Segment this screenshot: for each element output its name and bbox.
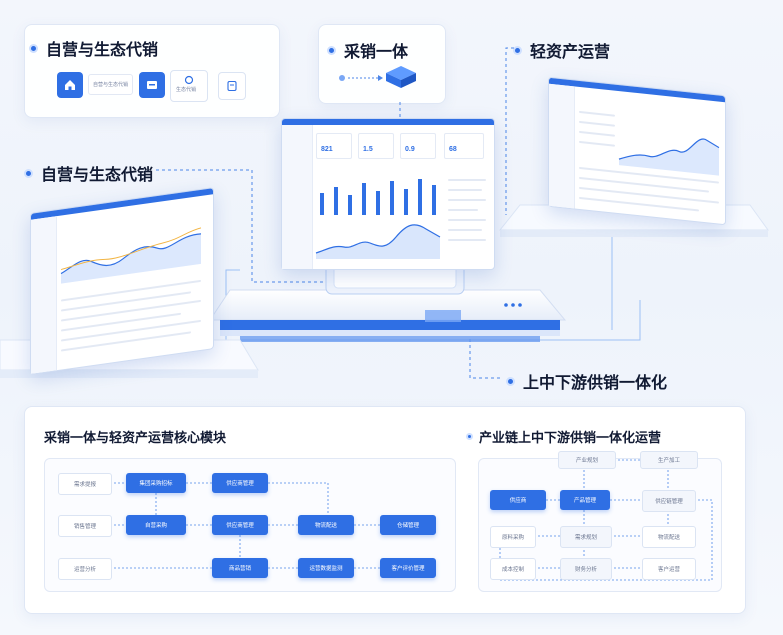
ecosystem-icon xyxy=(170,70,208,102)
area-chart-graphic xyxy=(315,224,441,259)
flow-node: 客户评价管理 xyxy=(380,558,436,578)
flow-node: 财务分析 xyxy=(560,558,612,580)
left-dashboard-screen xyxy=(30,187,214,375)
kpi-tile: 821 xyxy=(316,133,352,159)
top-left-label-text: 自营与生态代销 xyxy=(46,42,159,59)
flow-node: 自营采购 xyxy=(126,515,186,535)
flow-node: 集团采购招标 xyxy=(126,473,186,493)
link-arrow-icon xyxy=(339,75,383,81)
top-left-tag-2: 生态代销 xyxy=(176,87,197,93)
document-icon xyxy=(218,72,246,100)
flow-node: 需求规划 xyxy=(560,526,612,548)
flow-node: 供应链管理 xyxy=(642,490,696,512)
kpi-value: 1.5 xyxy=(363,146,373,153)
screen-topbar xyxy=(282,119,494,125)
bottom-right-label: 上中下游供销一体化 xyxy=(506,369,667,393)
right-module-title: 产业链上中下游供销一体化运营 xyxy=(466,427,661,446)
flow-node: 成本控制 xyxy=(490,558,536,580)
top-left-tag-1: 自营与生态代销 xyxy=(88,74,134,95)
flow-node: 产业规划 xyxy=(558,451,616,469)
flow-node: 商品营销 xyxy=(212,558,268,578)
screen-sidebar xyxy=(282,125,313,269)
top-right-label-text: 轻资产运营 xyxy=(530,44,611,61)
label-dot-icon xyxy=(506,376,515,386)
flow-node: 供应商 xyxy=(490,490,546,510)
kpi-tile: 1.5 xyxy=(358,133,394,159)
mid-left-label-text: 自营与生态代销 xyxy=(41,167,154,184)
label-dot-icon xyxy=(327,45,336,55)
top-center-label-text: 采销一体 xyxy=(344,44,409,61)
flow-node: 运营分析 xyxy=(58,558,112,580)
bar-chart-graphic xyxy=(320,179,436,215)
line-chart-graphic xyxy=(618,138,720,176)
flow-node: 生产加工 xyxy=(640,451,698,469)
kpi-value: 821 xyxy=(321,146,333,153)
kpi-tile: 68 xyxy=(444,133,484,159)
label-dot-icon xyxy=(466,433,473,440)
top-center-label-card xyxy=(318,24,446,104)
flow-node: 供应商管理 xyxy=(212,515,268,535)
kpi-value: 68 xyxy=(449,146,457,153)
flow-node: 物流配送 xyxy=(298,515,354,535)
top-center-label: 采销一体 xyxy=(327,38,408,62)
flow-node: 物流配送 xyxy=(642,526,696,548)
line-chart-graphic xyxy=(60,227,202,284)
top-left-label-card xyxy=(24,24,280,118)
label-dot-icon xyxy=(513,45,522,55)
right-module-title-text: 产业链上中下游供销一体化运营 xyxy=(479,430,662,445)
home-icon xyxy=(57,72,83,98)
top-right-label: 轻资产运营 xyxy=(513,38,610,62)
flow-node: 仓储管理 xyxy=(380,515,436,535)
mid-left-label: 自营与生态代销 xyxy=(24,161,153,185)
top-left-label: 自营与生态代销 xyxy=(29,36,158,60)
flow-node: 运营数据监测 xyxy=(298,558,354,578)
cube-icon xyxy=(386,66,416,88)
label-dot-icon xyxy=(24,168,33,178)
kpi-tile: 0.9 xyxy=(400,133,436,159)
flow-node: 需求提报 xyxy=(58,473,112,495)
center-dashboard-screen: 821 1.5 0.9 68 xyxy=(281,118,495,270)
left-module-title: 采销一体与轻资产运营核心模块 xyxy=(44,430,227,445)
flow-node: 供应商管理 xyxy=(212,473,268,493)
flow-node: 产品管理 xyxy=(560,490,610,510)
store-icon xyxy=(139,72,165,98)
right-dashboard-screen xyxy=(548,76,726,226)
center-platform xyxy=(209,289,567,342)
flow-node: 销售管理 xyxy=(58,515,112,537)
label-dot-icon xyxy=(29,43,38,53)
kpi-value: 0.9 xyxy=(405,146,415,153)
flow-node: 客户运营 xyxy=(642,558,696,580)
bottom-right-label-text: 上中下游供销一体化 xyxy=(523,375,668,392)
flow-node: 原料采购 xyxy=(490,526,536,548)
